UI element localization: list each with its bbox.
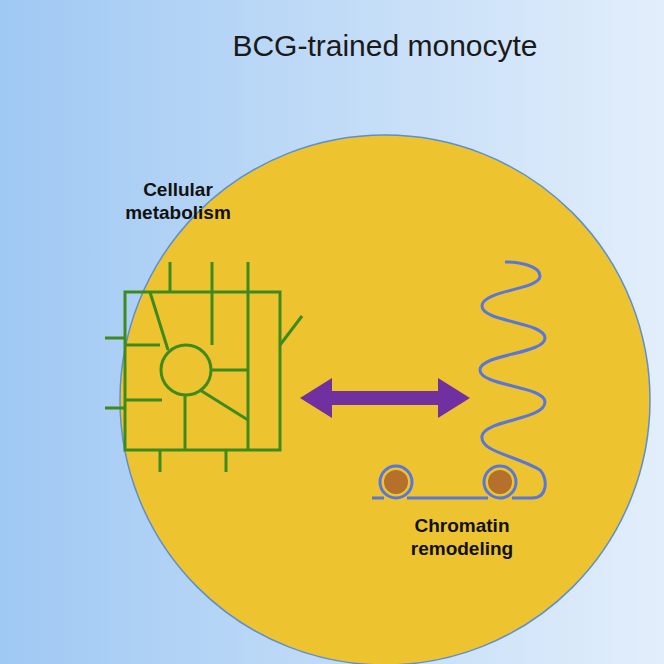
- figure-label: Cellular metabolism: [108, 178, 248, 224]
- figure-label: Chromatin remodeling: [372, 514, 552, 560]
- labelled-figure: Chromatin remodeling: [472, 256, 548, 492]
- chromatin: [372, 262, 545, 498]
- labelled-figure: Cellular metabolism: [100, 172, 304, 474]
- metabolism-network: [105, 262, 302, 472]
- title: BCG-trained monocyte: [185, 28, 585, 64]
- double-arrow: [300, 378, 470, 418]
